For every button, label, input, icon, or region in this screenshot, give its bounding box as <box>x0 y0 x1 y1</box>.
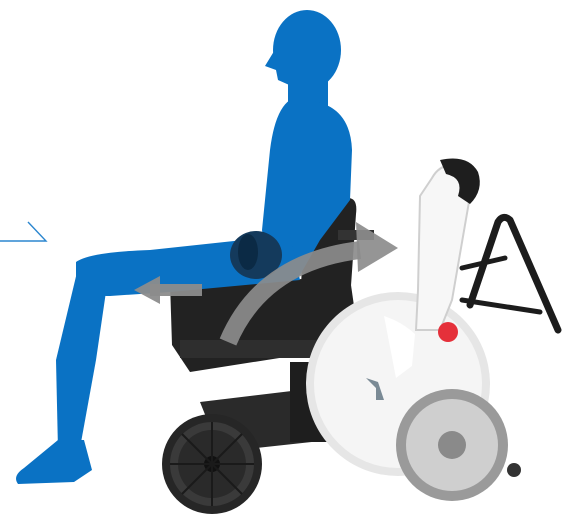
rear-caster <box>507 463 521 477</box>
rear-wheel <box>396 389 508 501</box>
pointer-line <box>0 222 46 241</box>
push-handle <box>462 217 558 330</box>
front-wheel <box>162 414 262 514</box>
